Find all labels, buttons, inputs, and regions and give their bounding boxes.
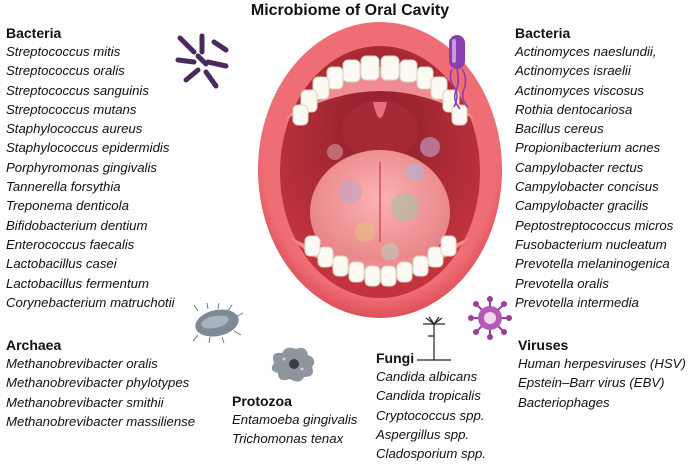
list-item: Methanobrevibacter oralis	[6, 356, 158, 371]
list-item: Aspergillus spp.	[376, 426, 470, 442]
list-item: Treponema denticola	[6, 198, 129, 214]
list-item: Prevotella intermedia	[515, 294, 639, 310]
list-item: Trichomonas tenax	[232, 431, 344, 447]
list-item: Streptococcus sanguinis	[6, 82, 149, 98]
viruses-list: Human herpesviruses (HSV) Epstein–Barr v…	[518, 354, 686, 412]
throat	[342, 100, 418, 160]
list-item: Streptococcus oralis	[6, 63, 125, 79]
list-item: Bifidobacterium dentium	[6, 217, 148, 233]
list-item: Candida albicans	[376, 369, 478, 384]
list-item: Methanobrevibacter smithii	[6, 394, 164, 410]
archaea-group: Archaea Methanobrevibacter oralis Methan…	[6, 337, 195, 431]
list-item: Prevotella melaninogenica	[515, 256, 670, 272]
list-item: Peptostreptococcus micros	[515, 217, 674, 233]
protozoa-heading: Protozoa	[232, 393, 292, 409]
list-item: Candida tropicalis	[376, 388, 481, 404]
archaeon-icon	[192, 303, 244, 343]
list-item: Lactobacillus fermentum	[6, 275, 149, 291]
list-item: Porphyromonas gingivalis	[6, 159, 157, 175]
bacteria-right-list: Actinomyces naeslundii, Actinomyces isra…	[515, 42, 673, 312]
bacteria-right-group: Bacteria Actinomyces naeslundii, Actinom…	[515, 25, 673, 312]
list-item: Campylobacter concisus	[515, 179, 659, 195]
list-item: Cladosporium spp.	[376, 446, 486, 462]
lower-teeth	[304, 235, 457, 287]
amoeba-icon	[271, 347, 315, 382]
list-item: Campylobacter rectus	[515, 159, 644, 175]
protozoa-list: Entamoeba gingivalis Trichomonas tenax	[232, 410, 357, 449]
list-item: Corynebacterium matruchotii	[6, 294, 175, 310]
bacteria-left-list: Streptococcus mitis Streptococcus oralis…	[6, 42, 175, 312]
list-item: Cryptococcus spp.	[376, 407, 485, 423]
list-item: Bacillus cereus	[515, 121, 604, 137]
list-item: Staphylococcus epidermidis	[6, 140, 170, 156]
list-item: Prevotella oralis	[515, 275, 609, 291]
viruses-heading: Viruses	[518, 337, 569, 353]
list-item: Propionibacterium acnes	[515, 140, 661, 156]
archaea-list: Methanobrevibacter oralis Methanobreviba…	[6, 354, 195, 431]
flagellated-bacterium-icon	[449, 35, 469, 110]
list-item: Bacteriophages	[518, 394, 610, 410]
fungi-heading: Fungi	[376, 350, 415, 366]
list-item: Methanobrevibacter phylotypes	[6, 375, 190, 391]
protozoa-group: Protozoa Entamoeba gingivalis Trichomona…	[232, 393, 357, 449]
list-item: Streptococcus mutans	[6, 101, 137, 117]
list-item: Methanobrevibacter massiliense	[6, 413, 196, 429]
list-item: Actinomyces naeslundii,	[515, 44, 657, 59]
list-item: Rothia dentocariosa	[515, 101, 633, 117]
diagram-title: Microbiome of Oral Cavity	[250, 2, 450, 19]
list-item: Lactobacillus casei	[6, 256, 117, 272]
bacteria-left-group: Bacteria Streptococcus mitis Streptococc…	[6, 25, 175, 312]
list-item: Fusobacterium nucleatum	[515, 236, 667, 252]
rod-bacteria-cluster-icon	[175, 33, 229, 89]
bacteria-left-heading: Bacteria	[6, 25, 62, 41]
virus-icon	[468, 296, 512, 340]
list-item: Epstein–Barr virus (EBV)	[518, 375, 665, 391]
list-item: Actinomyces israelii	[515, 63, 631, 79]
list-item: Actinomyces viscosus	[515, 82, 644, 98]
list-item: Streptococcus mitis	[6, 44, 121, 59]
list-item: Staphylococcus aureus	[6, 121, 143, 137]
list-item: Tannerella forsythia	[6, 179, 121, 195]
microbe-blobs	[327, 137, 440, 261]
archaea-heading: Archaea	[6, 337, 62, 353]
fungi-group: Fungi Candida albicans Candida tropicali…	[376, 350, 486, 463]
list-item: Entamoeba gingivalis	[232, 412, 358, 427]
list-item: Enterococcus faecalis	[6, 236, 135, 252]
open-mouth-illustration	[258, 22, 502, 318]
uvula	[373, 102, 387, 118]
list-item: Campylobacter gracilis	[515, 198, 649, 214]
fungi-list: Candida albicans Candida tropicalis Cryp…	[376, 367, 486, 463]
upper-teeth	[292, 55, 468, 126]
viruses-group: Viruses Human herpesviruses (HSV) Epstei…	[518, 337, 686, 412]
fungus-icon	[417, 316, 451, 361]
bacteria-right-heading: Bacteria	[515, 25, 571, 41]
list-item: Human herpesviruses (HSV)	[518, 356, 686, 371]
